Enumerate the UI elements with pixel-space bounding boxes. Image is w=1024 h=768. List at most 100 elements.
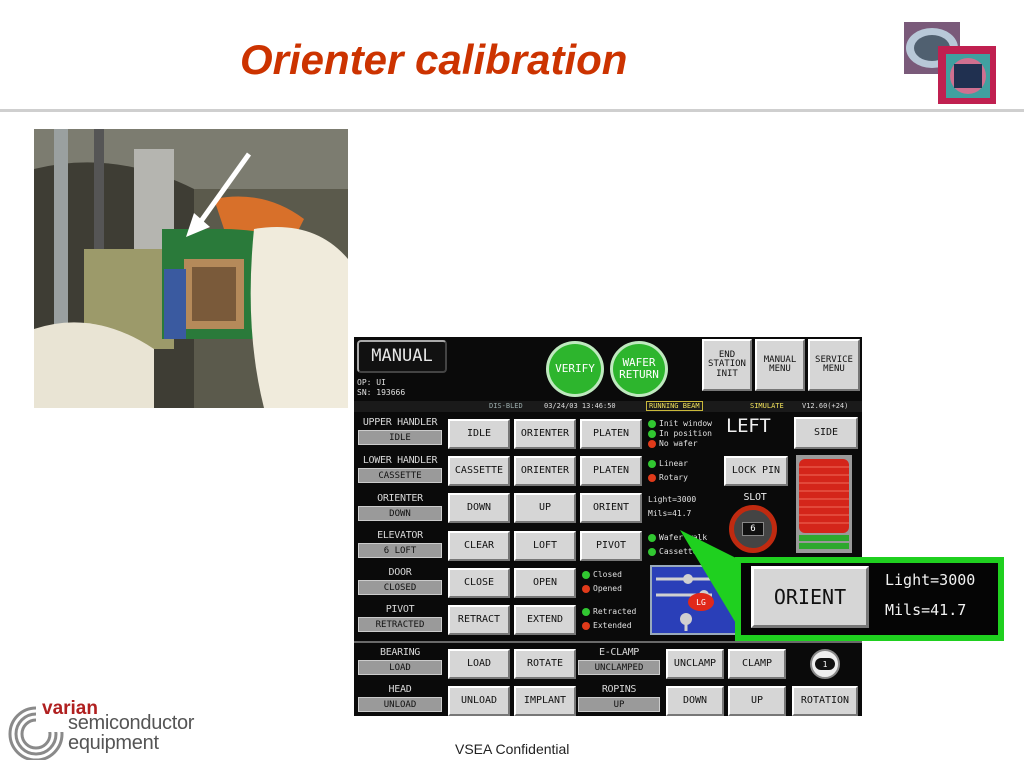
door-close-button[interactable]: CLOSE xyxy=(448,568,510,598)
indicator-off-icon xyxy=(582,584,590,593)
side-text: LEFT xyxy=(726,415,771,437)
indicator-label: Init window xyxy=(659,419,712,428)
upper-orienter-button[interactable]: ORIENTER xyxy=(514,419,576,449)
orient-zoom-callout: ORIENT Light=3000 Mils=41.7 xyxy=(735,557,1004,641)
door-closed-indicator: Closed xyxy=(582,570,622,579)
elevator-clear-button[interactable]: CLEAR xyxy=(448,531,510,561)
indicator-label: No wafer xyxy=(659,439,698,448)
clamp-button[interactable]: CLAMP xyxy=(728,649,786,679)
bearing-position-icon: 1 xyxy=(810,649,840,679)
end-station-init-button[interactable]: END STATION INIT xyxy=(702,339,752,391)
slot-dial-icon: 6 xyxy=(729,505,777,553)
pivot-retracted-indicator: Retracted xyxy=(582,607,636,616)
indicator-label: Retracted xyxy=(593,607,637,616)
lock-pin-button[interactable]: LOCK PIN xyxy=(724,456,788,486)
status-bar: DIS-BLED 03/24/03 13:46:50 RUNNING BEAM … xyxy=(354,401,862,412)
orienter-up-button[interactable]: UP xyxy=(514,493,576,523)
indicator-label: Cassette xyxy=(659,547,698,556)
pivot-status: RETRACTED xyxy=(358,617,442,632)
upper-idle-button[interactable]: IDLE xyxy=(448,419,510,449)
indicator-on-icon xyxy=(648,459,656,468)
orienter-down-button[interactable]: DOWN xyxy=(448,493,510,523)
light-readout: Light=3000 xyxy=(648,495,697,504)
lower-handler-label: LOWER HANDLER xyxy=(362,455,438,466)
elevator-pivot-button[interactable]: PIVOT xyxy=(580,531,642,561)
elevator-loft-button[interactable]: LOFT xyxy=(514,531,576,561)
door-open-button[interactable]: OPEN xyxy=(514,568,576,598)
logo-line1: varian xyxy=(42,698,98,719)
zoom-mils-readout: Mils=41.7 xyxy=(885,601,967,619)
indicator-label: Closed xyxy=(593,570,622,579)
ropins-up-button[interactable]: UP xyxy=(728,686,786,716)
title-divider xyxy=(0,109,1024,112)
control-panel: MANUAL OP: UI SN: 193666 VERIFY WAFER RE… xyxy=(354,337,862,716)
status-simulate: SIMULATE xyxy=(750,402,784,410)
callout-pointer-icon xyxy=(680,530,740,630)
pivot-retract-button[interactable]: RETRACT xyxy=(448,605,510,635)
operator-text: OP: UI xyxy=(357,378,386,387)
platen-badge: LG xyxy=(688,593,714,611)
slot-label: SLOT xyxy=(743,492,767,503)
door-status: CLOSED xyxy=(358,580,442,595)
indicator-label: Extended xyxy=(593,621,632,630)
indicator-label: Opened xyxy=(593,584,622,593)
lower-handler-status: CASSETTE xyxy=(358,468,442,483)
lower-cassette-button[interactable]: CASSETTE xyxy=(448,456,510,486)
footer-confidential: VSEA Confidential xyxy=(455,741,570,757)
wafer-return-button[interactable]: WAFER RETURN xyxy=(610,341,668,397)
orienter-status: DOWN xyxy=(358,506,442,521)
slide-title: Orienter calibration xyxy=(240,36,628,83)
ropins-label: ROPINS xyxy=(601,684,637,695)
zoom-inner: ORIENT Light=3000 Mils=41.7 xyxy=(741,563,998,635)
ropins-down-button[interactable]: DOWN xyxy=(666,686,724,716)
bearing-rotate-button[interactable]: ROTATE xyxy=(514,649,576,679)
pivot-extended-indicator: Extended xyxy=(582,621,632,630)
indicator-on-icon xyxy=(648,533,656,542)
eclamp-status: UNCLAMPED xyxy=(578,660,660,675)
bearing-label: BEARING xyxy=(379,647,421,658)
upper-handler-status: IDLE xyxy=(358,430,442,445)
lower-platen-button[interactable]: PLATEN xyxy=(580,456,642,486)
upper-handler-label: UPPER HANDLER xyxy=(362,417,438,428)
no-wafer-indicator: No wafer xyxy=(648,439,698,448)
verify-button[interactable]: VERIFY xyxy=(546,341,604,397)
upper-platen-button[interactable]: PLATEN xyxy=(580,419,642,449)
status-disabled: DIS-BLED xyxy=(489,402,523,410)
head-implant-button[interactable]: IMPLANT xyxy=(514,686,576,716)
zoom-light-readout: Light=3000 xyxy=(885,571,976,589)
indicator-off-icon xyxy=(582,621,590,630)
orient-button[interactable]: ORIENT xyxy=(580,493,642,523)
bearing-load-button[interactable]: LOAD xyxy=(448,649,510,679)
bearing-status: LOAD xyxy=(358,660,442,675)
rotation-button[interactable]: ROTATION xyxy=(792,686,858,716)
logo-line3: equipment xyxy=(68,732,159,754)
lower-orienter-button[interactable]: ORIENTER xyxy=(514,456,576,486)
status-datetime: 03/24/03 13:46:50 xyxy=(544,402,616,410)
linear-indicator: Linear xyxy=(648,459,688,468)
side-button[interactable]: SIDE xyxy=(794,417,858,449)
head-label: HEAD xyxy=(388,684,412,695)
service-menu-button[interactable]: SERVICE MENU xyxy=(808,339,860,391)
pivot-extend-button[interactable]: EXTEND xyxy=(514,605,576,635)
indicator-label: Linear xyxy=(659,459,688,468)
indicator-on-icon xyxy=(582,607,590,616)
indicator-off-icon xyxy=(648,473,656,482)
head-unload-button[interactable]: UNLOAD xyxy=(448,686,510,716)
manual-menu-button[interactable]: MANUAL MENU xyxy=(755,339,805,391)
rotary-indicator: Rotary xyxy=(648,473,688,482)
varian-logo-icon xyxy=(8,704,66,760)
eclamp-label: E-CLAMP xyxy=(598,647,640,658)
indicator-on-icon xyxy=(648,419,656,428)
wafer-logo-icon xyxy=(904,22,996,104)
varian-logo: varian semiconductor equipment xyxy=(6,698,226,762)
slot-value: 6 xyxy=(742,522,764,536)
unclamp-button[interactable]: UNCLAMP xyxy=(666,649,724,679)
pivot-label: PIVOT xyxy=(385,604,415,615)
indicator-on-icon xyxy=(648,429,656,438)
in-position-indicator: In position xyxy=(648,429,712,438)
indicator-label: Wafer walk xyxy=(659,533,708,542)
zoom-orient-button[interactable]: ORIENT xyxy=(751,566,869,628)
mode-button[interactable]: MANUAL xyxy=(357,340,447,373)
ropins-status: UP xyxy=(578,697,660,712)
